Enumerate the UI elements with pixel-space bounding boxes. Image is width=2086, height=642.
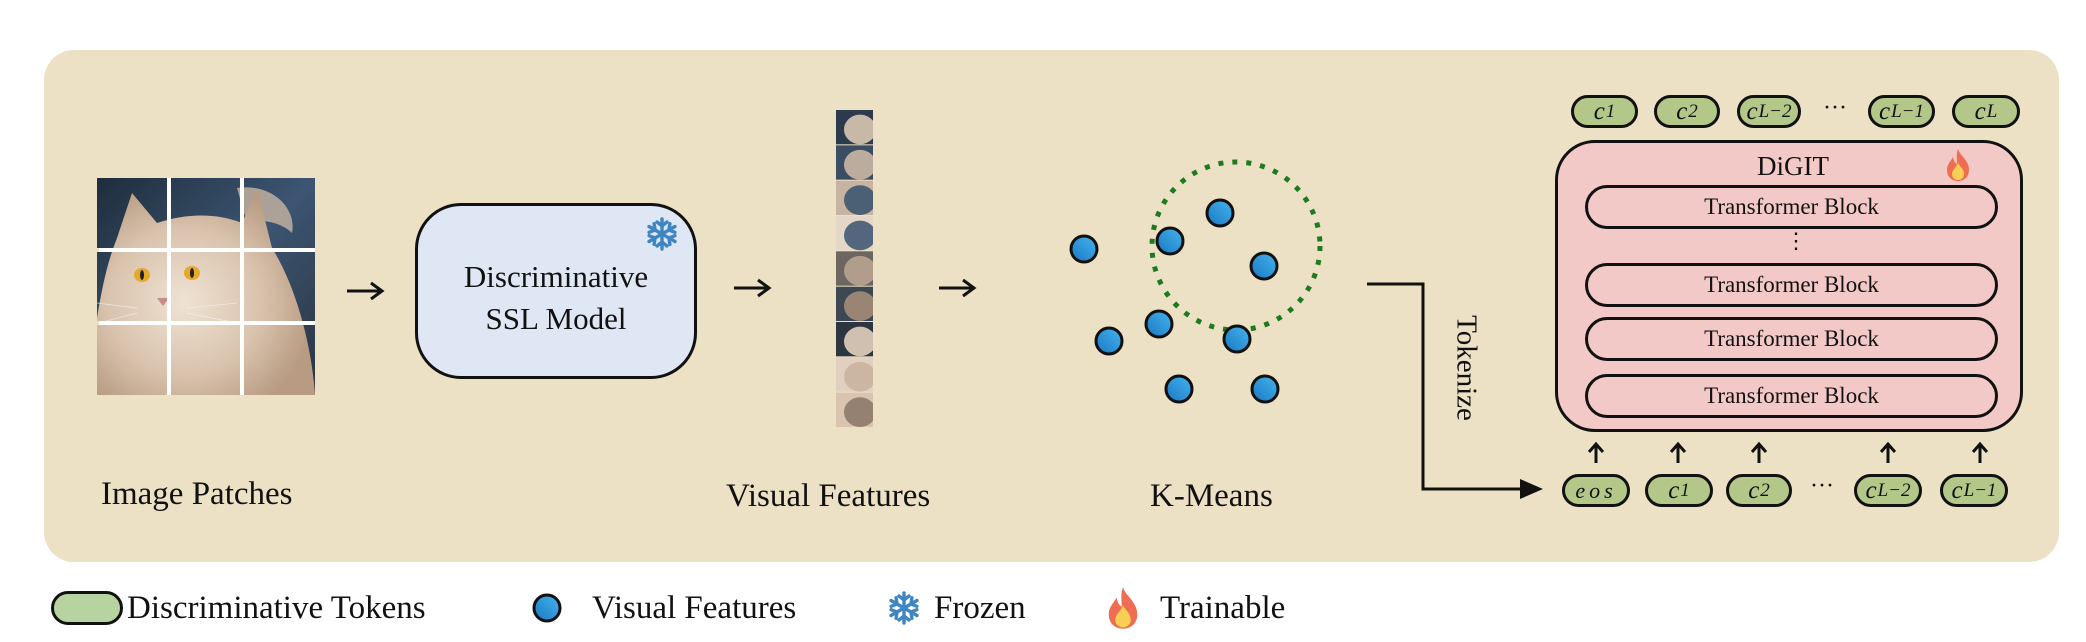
- token-base: eos: [1575, 477, 1617, 503]
- arrowhead-icon: [1520, 479, 1543, 499]
- arrow-up-icon: [1669, 441, 1687, 463]
- feature-dot: [1222, 324, 1252, 354]
- cat-body: [97, 188, 315, 395]
- token-subscript: L−1: [1963, 479, 1997, 501]
- token-base: c: [1879, 97, 1891, 125]
- legend-label: Discriminative Tokens: [127, 589, 426, 626]
- ssl-model-line1: Discriminative: [463, 259, 649, 294]
- arrow-up-icon: [1971, 441, 1989, 463]
- transformer-block: Transformer Block: [1585, 185, 1998, 229]
- token-subscript: 1: [1605, 100, 1616, 122]
- token-subscript: 2: [1688, 100, 1698, 122]
- feature-dot: [1069, 234, 1099, 264]
- ssl-model-line2: SSL Model: [485, 301, 627, 336]
- token-subscript: L: [1986, 100, 1998, 122]
- token-pill-icon: [51, 591, 123, 625]
- feature-dot: [1155, 226, 1185, 256]
- snowflake-icon: [886, 591, 922, 625]
- token-base: c: [1676, 97, 1688, 125]
- feature-dot: [1144, 309, 1174, 339]
- tokenize-connector: [1367, 282, 1543, 499]
- input-token: eos: [1562, 474, 1630, 507]
- legend-label: Frozen: [934, 589, 1026, 626]
- cluster-ring: [1149, 159, 1323, 333]
- feature-dot: [1249, 251, 1279, 281]
- arrow-right-icon: [347, 281, 385, 301]
- token-subscript: L−2: [1877, 479, 1911, 501]
- arrow-up-icon: [1587, 441, 1605, 463]
- transformer-block: Transformer Block: [1585, 263, 1998, 307]
- token-base: c: [1668, 476, 1680, 504]
- image-patches-label: Image Patches: [101, 476, 293, 512]
- token-base: c: [1746, 97, 1758, 125]
- arrow-up-icon: [1750, 441, 1768, 463]
- kmeans-scatter: [1069, 159, 1323, 404]
- arrow-up-icon: [1879, 441, 1897, 463]
- transformer-block: Transformer Block: [1585, 374, 1998, 418]
- token-base: c: [1974, 97, 1986, 125]
- output-token-ellipsis: ···: [1823, 95, 1847, 121]
- transformer-block: Transformer Block: [1585, 317, 1998, 361]
- feature-dot: [1205, 198, 1235, 228]
- vertical-ellipsis: ⋮: [1785, 228, 1807, 253]
- feature-dot-icon: [532, 593, 562, 623]
- fire-icon: [1947, 149, 1969, 181]
- digit-title: DiGIT: [1757, 151, 1829, 181]
- token-base: c: [1748, 476, 1760, 504]
- feature-dot: [1164, 374, 1194, 404]
- ssl-model-box: Discriminative SSL Model: [415, 203, 697, 379]
- kmeans-label: K-Means: [1150, 478, 1273, 514]
- legend-item-trainable: Trainable: [1106, 587, 1286, 629]
- legend-item-tokens: Discriminative Tokens: [51, 588, 426, 628]
- image-patches-grid: [97, 178, 315, 395]
- fire-icon: [1108, 587, 1138, 629]
- legend-item-frozen: Frozen: [886, 588, 1026, 628]
- arrow-right-icon: [939, 278, 977, 298]
- token-subscript: 1: [1680, 479, 1690, 501]
- token-base: c: [1951, 476, 1963, 504]
- arrow-right-icon: [734, 278, 772, 298]
- input-token-ellipsis: ···: [1810, 473, 1834, 499]
- token-base: c: [1593, 97, 1605, 125]
- token-subscript: L−1: [1891, 100, 1924, 122]
- tokenize-label: Tokenize: [1450, 315, 1483, 421]
- legend-item-features: Visual Features: [530, 588, 796, 628]
- feature-dot: [1250, 374, 1280, 404]
- token-base: c: [1865, 476, 1877, 504]
- feature-dot: [1094, 326, 1124, 356]
- legend-label: Trainable: [1160, 589, 1286, 626]
- snowflake-icon: [644, 217, 680, 251]
- visual-features-label: Visual Features: [726, 478, 931, 514]
- token-subscript: L−2: [1758, 100, 1792, 122]
- visual-features-column: [836, 110, 873, 427]
- cat-nose: [157, 298, 169, 306]
- legend-label: Visual Features: [592, 589, 797, 626]
- token-subscript: 2: [1760, 479, 1770, 501]
